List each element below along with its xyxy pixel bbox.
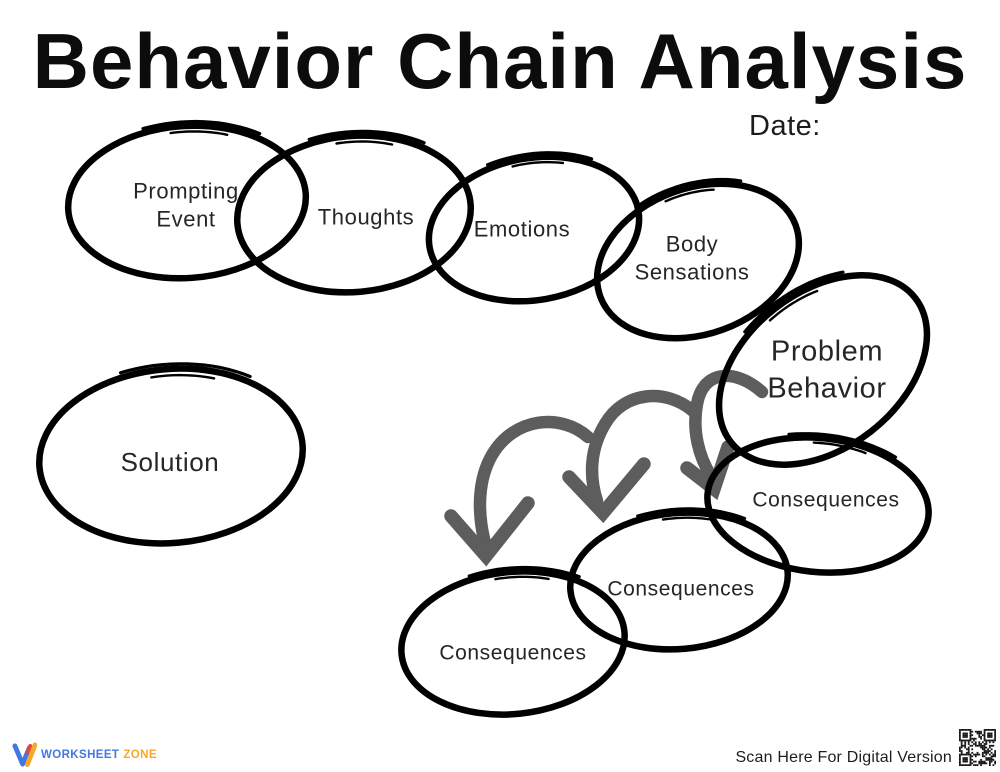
node-problem-behavior-outline — [715, 272, 931, 468]
node-consequences-3-label: Consequences — [439, 642, 586, 665]
node-solution-sketch-stroke-2 — [150, 373, 216, 380]
node-consequences-3-outline — [398, 568, 628, 718]
node-body-sensations-sketch-stroke — [639, 177, 743, 206]
date-label: Date: — [749, 110, 821, 142]
node-thoughts: Thoughts — [233, 129, 475, 296]
node-consequences-2-sketch-stroke-2 — [661, 516, 716, 522]
node-solution-outline — [36, 365, 306, 547]
node-consequences-1: Consequences — [704, 432, 932, 576]
logo-text-zone: ZONE — [123, 748, 157, 761]
node-solution-label: Solution — [121, 447, 220, 477]
arrow-2-head — [562, 457, 651, 524]
node-consequences-2-outline — [567, 509, 791, 653]
node-consequences-1-outline — [704, 434, 932, 576]
node-consequences-2: Consequences — [567, 507, 791, 653]
node-emotions-sketch-stroke — [486, 151, 594, 167]
page-title: Behavior Chain Analysis — [32, 17, 968, 105]
node-emotions-sketch-stroke-2 — [511, 160, 565, 168]
node-problem-behavior-sketch-stroke — [743, 270, 845, 334]
arrow-2-body — [585, 389, 700, 508]
node-prompting-event-sketch-stroke — [141, 119, 262, 136]
node-consequences-1-sketch-stroke-2 — [812, 441, 867, 455]
node-consequences-2-label: Consequences — [607, 578, 754, 601]
node-consequences-2-sketch-stroke — [636, 507, 747, 521]
arrow-3-head — [444, 496, 535, 567]
arrow-3 — [444, 415, 595, 567]
qr-code — [959, 729, 996, 766]
node-consequences-3-sketch-stroke-2 — [494, 575, 550, 581]
node-prompting-event-outline — [64, 122, 310, 282]
worksheetzone-logo-icon — [12, 742, 37, 767]
node-thoughts-sketch-stroke-2 — [335, 140, 394, 146]
arrow-1-body — [689, 369, 769, 483]
node-consequences-3: Consequences — [398, 565, 628, 718]
arrow-2 — [562, 389, 700, 524]
node-solution-sketch-stroke — [118, 362, 252, 379]
node-consequences-1-label: Consequences — [752, 489, 899, 512]
logo-text-worksheet: WORKSHEET — [41, 748, 120, 761]
node-thoughts-sketch-stroke — [307, 129, 426, 145]
node-thoughts-label: Thoughts — [318, 205, 415, 230]
arrow-3-body — [473, 415, 595, 550]
node-consequences-3-sketch-stroke — [467, 565, 581, 579]
node-body-sensations-outline — [593, 180, 803, 342]
node-problem-behavior-sketch-stroke-2 — [768, 289, 819, 322]
node-solution: Solution — [36, 362, 306, 547]
node-prompting-event-sketch-stroke-2 — [169, 130, 229, 136]
node-thoughts-outline — [233, 132, 475, 296]
node-body-sensations-sketch-stroke-2 — [664, 188, 715, 203]
node-consequences-1-sketch-stroke — [787, 432, 898, 459]
scan-here-label: Scan Here For Digital Version — [735, 749, 952, 766]
node-emotions-label: Emotions — [474, 217, 571, 242]
